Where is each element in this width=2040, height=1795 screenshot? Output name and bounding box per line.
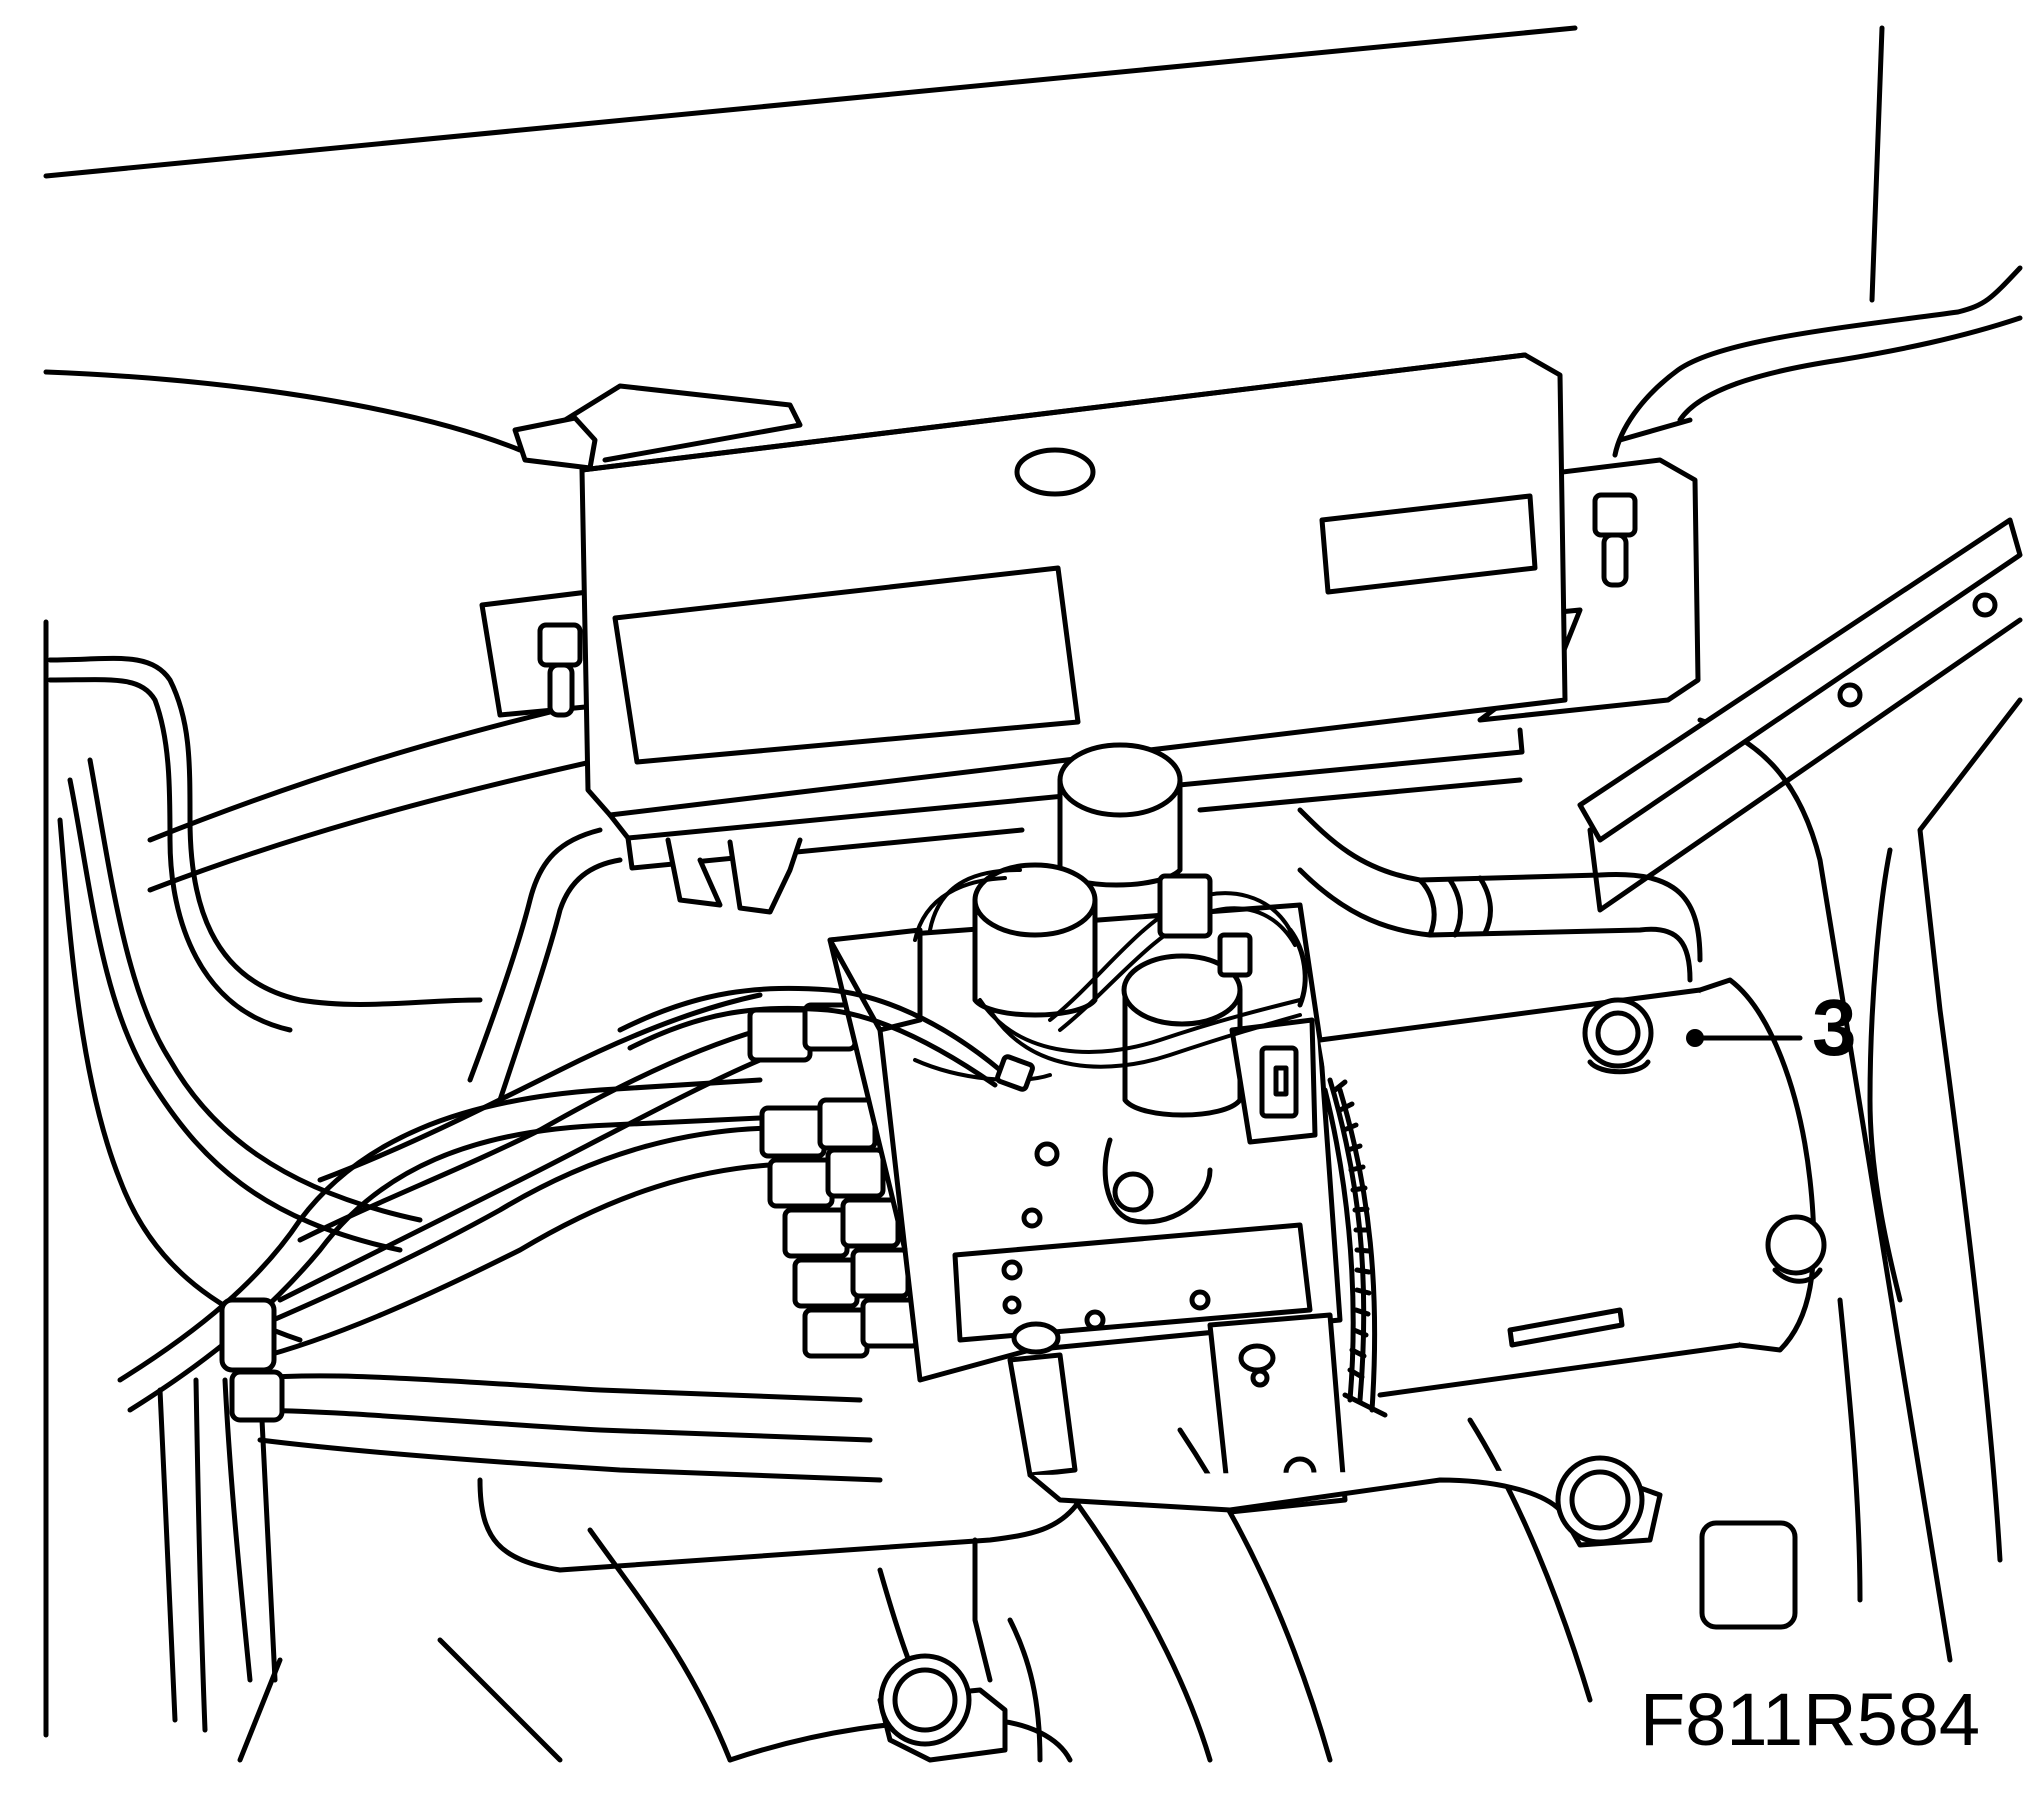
bracket-rail	[1577, 517, 2023, 913]
module-mounting-bolt-right	[1592, 492, 1638, 588]
control-module	[479, 352, 1701, 915]
sensor-connector	[913, 868, 1318, 1145]
figure-id: F811R584	[1640, 1678, 1981, 1761]
callout-3-leader	[1686, 1029, 1803, 1047]
lower-mounting-bolt-right	[1555, 1455, 1645, 1545]
valve-coils	[972, 742, 1243, 1225]
lower-bracket	[477, 1214, 1827, 1763]
abs-hydraulic-unit-mounting-bolt	[1582, 997, 1654, 1075]
callout-number-3: 3	[1812, 983, 1857, 1072]
square-plug-hole	[1699, 1520, 1798, 1630]
motor-bracket-bolt	[1765, 1214, 1827, 1284]
module-mounting-bolt-left	[537, 622, 583, 718]
wire-harness	[47, 655, 883, 1733]
lower-mounting-bolt-left	[878, 1653, 972, 1747]
abs-hydraulic-unit	[617, 742, 1817, 1515]
motor-collar	[1322, 1079, 1372, 1403]
